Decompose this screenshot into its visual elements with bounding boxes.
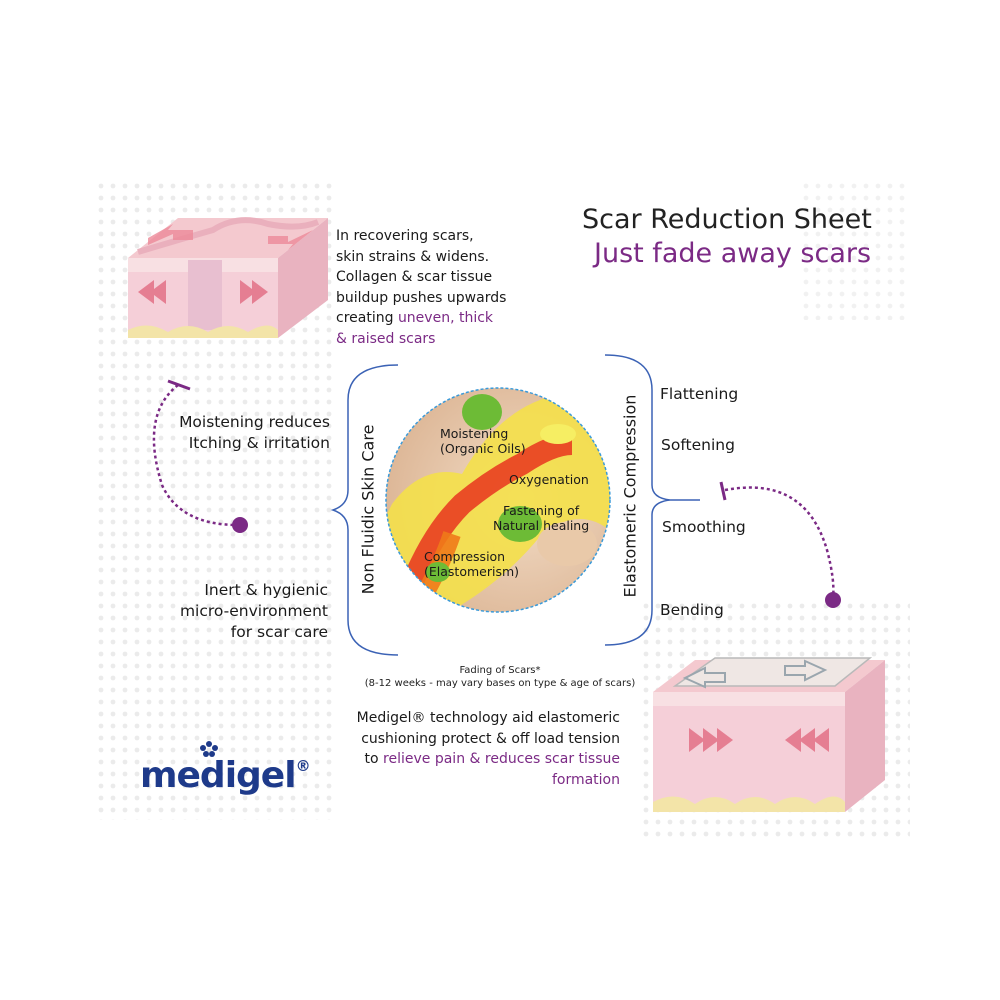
label-line: Compression bbox=[424, 549, 506, 564]
circle-label-compression: Compression (Elastomerism) bbox=[424, 549, 519, 579]
desc-line: In recovering scars, bbox=[336, 228, 474, 244]
label-line: micro-environment bbox=[179, 602, 328, 620]
circle-label-fastening: Fastening of Natural healing bbox=[493, 503, 589, 533]
desc-line: Medigel® technology aid elastomeric bbox=[356, 710, 620, 726]
note-line: (8-12 weeks - may vary bases on type & a… bbox=[364, 678, 636, 689]
label-flattening: Flattening bbox=[660, 385, 739, 403]
left-bracket bbox=[330, 364, 399, 656]
circle-label-oxygenation: Oxygenation bbox=[509, 472, 589, 487]
heatmap-circle bbox=[385, 387, 611, 613]
label-line: Fastening of bbox=[503, 503, 580, 518]
desc-highlight: uneven, thick bbox=[397, 310, 494, 326]
label-line: (Organic Oils) bbox=[440, 441, 526, 456]
desc-line: creating uneven, thick bbox=[336, 308, 536, 329]
logo-registered: ® bbox=[295, 757, 311, 775]
label-smoothing: Smoothing bbox=[662, 518, 746, 536]
elastomeric-label: Elastomeric Compression bbox=[620, 394, 640, 598]
desc-line: Collagen & scar tissue bbox=[336, 269, 493, 285]
logo-text: medigel bbox=[140, 755, 297, 796]
medigel-logo: medigel® bbox=[140, 741, 311, 796]
left-curved-indicator bbox=[152, 379, 248, 533]
desc-highlight: formation bbox=[551, 771, 620, 788]
scar-description: In recovering scars, skin strains & wide… bbox=[336, 226, 536, 349]
circle-label-moistening: Moistening (Organic Oils) bbox=[440, 426, 526, 456]
label-line: (Elastomerism) bbox=[424, 564, 520, 579]
desc-line: skin strains & widens. bbox=[336, 248, 490, 265]
raised-scar-skin-illustration bbox=[128, 217, 328, 338]
label-line: Moistening bbox=[440, 426, 509, 441]
desc-highlight: relieve pain & reduces scar tissue bbox=[383, 751, 620, 767]
label-line: Inert & hygienic bbox=[204, 581, 328, 599]
desc-line: cushioning protect & off load tension bbox=[361, 730, 620, 747]
page-title: Scar Reduction Sheet bbox=[582, 204, 872, 235]
desc-text: creating bbox=[336, 310, 398, 326]
right-bracket bbox=[604, 354, 700, 646]
technology-description: Medigel® technology aid elastomeric cush… bbox=[355, 708, 620, 790]
desc-text: to bbox=[364, 751, 384, 767]
moistening-label: Moistening reduces Itching & irritation bbox=[170, 412, 330, 454]
label-line: Natural healing bbox=[493, 518, 590, 533]
fading-note: Fading of Scars* (8-12 weeks - may vary … bbox=[360, 664, 640, 690]
page-subtitle: Just fade away scars bbox=[594, 238, 872, 269]
label-line: Itching & irritation bbox=[188, 434, 330, 452]
label-softening: Softening bbox=[661, 436, 735, 454]
label-line: for scar care bbox=[230, 623, 328, 641]
non-fluidic-label: Non Fluidic Skin Care bbox=[358, 424, 378, 595]
desc-highlight: & raised scars bbox=[336, 330, 436, 347]
inert-label: Inert & hygienic micro-environment for s… bbox=[160, 580, 328, 643]
treated-skin-illustration bbox=[653, 657, 885, 812]
right-curved-indicator bbox=[719, 481, 841, 608]
flower-icon bbox=[200, 741, 218, 757]
note-line: Fading of Scars* bbox=[459, 665, 541, 676]
desc-line: to relieve pain & reduces scar tissue bbox=[355, 749, 620, 770]
desc-line: buildup pushes upwards bbox=[336, 289, 507, 306]
label-bending: Bending bbox=[660, 601, 724, 619]
label-line: Moistening reduces bbox=[179, 413, 330, 431]
